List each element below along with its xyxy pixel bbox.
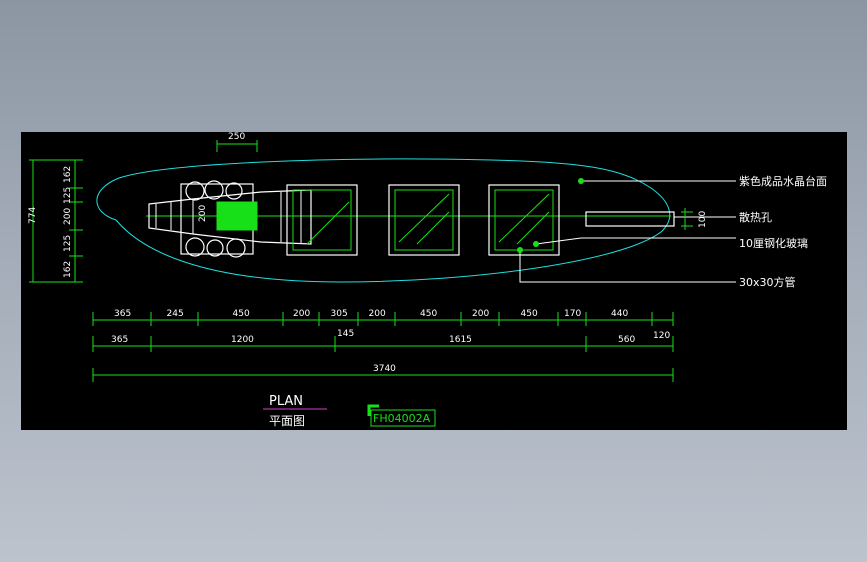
drawing-code-box: FH04002A — [367, 404, 436, 427]
glass-box-2 — [388, 184, 460, 256]
label-tube: 30x30方管 — [739, 275, 796, 289]
dim-row1-label: 440 — [611, 309, 628, 319]
label-vent: 散热孔 — [739, 210, 772, 224]
dim-row1-label: 450 — [233, 309, 250, 319]
dim-left-label: 125 — [63, 235, 73, 252]
table-outline — [96, 158, 671, 283]
leader-lines — [517, 178, 736, 283]
left-dimension-chain: 162 125 200 125 162 — [29, 159, 83, 283]
dim-left-label: 162 — [63, 261, 73, 278]
dim-row1-label: 245 — [167, 309, 184, 319]
svg-text:FH04002A: FH04002A — [373, 412, 431, 425]
dimension-total: 3740 — [92, 364, 674, 382]
glass-box-1 — [286, 184, 358, 256]
dim-row1-label: 200 — [293, 309, 310, 319]
overall-height-dim: 774 — [28, 207, 38, 224]
dim-row1-label: 365 — [114, 309, 131, 319]
dimension-row-1: 365 245 450 200 305 200 450 200 450 170 440 120 — [92, 309, 674, 341]
dim-row1-label: 200 — [472, 309, 489, 319]
dim-row2-label: 560 — [618, 335, 635, 345]
dim-row1-label: 450 — [521, 309, 538, 319]
title-plan: PLAN — [269, 394, 303, 409]
dim-row2-label: 145 — [337, 329, 354, 339]
dim-row1-label: 450 — [420, 309, 437, 319]
svg-text:250: 250 — [228, 132, 245, 142]
dim-left-label: 162 — [63, 166, 73, 183]
title-cn: 平面图 — [269, 414, 305, 428]
dim-pipe: 200 — [198, 205, 208, 222]
cad-viewport[interactable]: 紫色成品水晶台面 散热孔 10厘钢化玻璃 30x30方管 250 200 100… — [21, 132, 847, 430]
dim-top-small: 250 — [216, 132, 258, 152]
dim-slot: 100 — [681, 208, 708, 230]
label-glass: 10厘钢化玻璃 — [739, 236, 808, 250]
vent-slot — [585, 211, 675, 227]
dim-row1-label: 120 — [653, 331, 670, 341]
svg-text:3740: 3740 — [373, 364, 396, 374]
dim-left-label: 200 — [63, 208, 73, 225]
dimension-row-2: 365 1200 145 1615 560 — [92, 329, 674, 352]
glass-box-3 — [488, 184, 560, 256]
pipe-element — [148, 189, 312, 245]
dim-left-label: 125 — [63, 187, 73, 204]
dim-row1-label: 200 — [369, 309, 386, 319]
svg-text:100: 100 — [698, 211, 708, 228]
dim-row2-label: 1615 — [449, 335, 472, 345]
label-top-surface: 紫色成品水晶台面 — [739, 174, 827, 188]
dim-row1-label: 170 — [564, 309, 581, 319]
dim-row2-label: 1200 — [231, 335, 254, 345]
dim-row1-label: 305 — [331, 309, 348, 319]
dim-row2-label: 365 — [111, 335, 128, 345]
